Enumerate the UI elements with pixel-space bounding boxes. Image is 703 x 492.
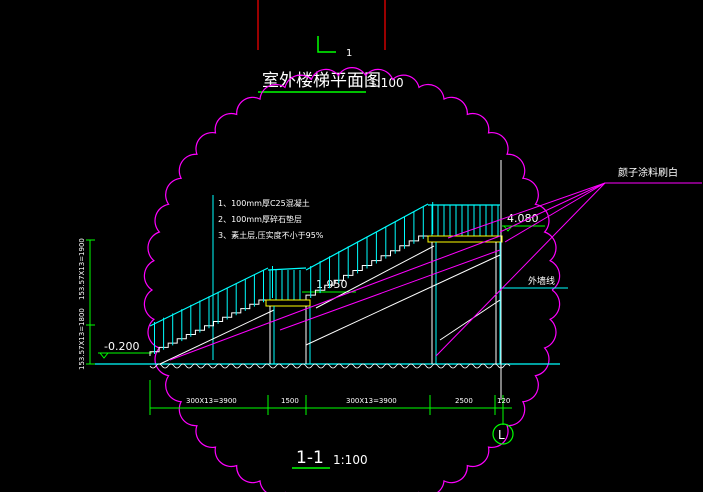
note-2: 2、100mm厚碎石垫层 [218,214,302,224]
top-axis-marker: 1 [257,0,386,59]
vertical-dimension: 153.57X13=1900 153.57X13=1800 [78,238,95,370]
section-title: 1-1 [296,448,324,468]
drawing-title: 室外楼梯平面图 [262,71,381,91]
callout-paint: 颜子涂料刷白 [618,166,678,179]
axis-bubble: L [492,415,514,445]
section-scale: 1:100 [333,453,368,467]
vertical-dim-upper: 153.57X13=1900 [78,238,86,300]
exterior-wall: 外墙线 [500,160,568,400]
stair-structure [149,202,503,365]
top-marker-number: 1 [346,48,352,59]
elev-top: 4.080 [507,212,539,225]
ground-hatch [149,363,511,369]
dim-wall: 120 [497,397,510,405]
paint-callout: 颜子涂料刷白 [435,166,702,357]
dim-top-landing: 2500 [455,397,473,405]
note-3: 3、素土层,压实度不小于95% [218,230,324,240]
dim-landing: 1500 [281,397,299,405]
elevation-top: 4.080 [502,212,545,232]
dim-run-2: 300X13=3900 [346,397,397,405]
elev-ground: -0.200 [104,340,139,353]
notes-block: 1、100mm厚C25混凝土 2、100mm厚碎石垫层 3、素土层,压实度不小于… [212,195,324,360]
drawing-title-scale: 1:100 [369,76,404,90]
callout-wall: 外墙线 [528,275,555,287]
revision-cloud [143,67,561,492]
axis-label: L [498,428,505,442]
dim-run-1: 300X13=3900 [186,397,237,405]
elev-landing: 1.950 [316,278,348,291]
note-1: 1、100mm厚C25混凝土 [218,198,310,208]
bottom-dimensions: 300X13=3900 1500 300X13=3900 2500 120 [149,380,512,425]
vertical-dim-lower: 153.57X13=1800 [78,308,86,370]
elevation-ground: -0.200 [98,340,152,359]
